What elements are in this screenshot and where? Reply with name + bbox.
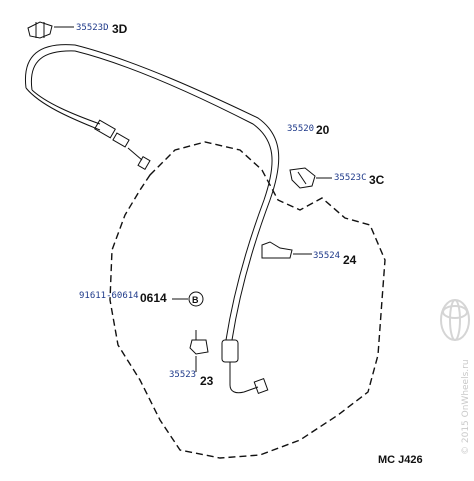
part-number-35523: 35523 (169, 370, 196, 380)
cable-end-lower (221, 339, 269, 394)
part-number-35520: 35520 (287, 124, 314, 134)
bolt-91611-60614: B (188, 291, 204, 307)
ref-35524: 24 (343, 253, 357, 267)
ref-35523C: 3C (369, 173, 385, 187)
diagram-code: MC J426 (378, 454, 423, 466)
part-number-35523C: 35523C (334, 173, 367, 183)
part-number-91611-60614: 91611-60614 (79, 291, 139, 301)
brand-logo (440, 299, 470, 341)
transmission-outline (109, 141, 386, 459)
bolt-symbol: B (192, 295, 199, 305)
clamp-35523D (27, 21, 53, 39)
clamp-35523C (289, 167, 316, 189)
ref-91611-60614: 0614 (140, 291, 167, 305)
cable-35520 (24, 44, 280, 341)
cable-end-left (94, 119, 151, 171)
part-number-35524: 35524 (313, 251, 340, 261)
ref-35523: 23 (200, 374, 214, 388)
watermark: © 2015 OnWheels.ru (461, 359, 471, 455)
ref-35523D: 3D (112, 22, 128, 36)
clamp-35523 (189, 330, 209, 355)
part-number-35523D: 35523D (76, 23, 109, 33)
ref-35520: 20 (316, 123, 330, 137)
bracket-35524 (261, 241, 293, 259)
